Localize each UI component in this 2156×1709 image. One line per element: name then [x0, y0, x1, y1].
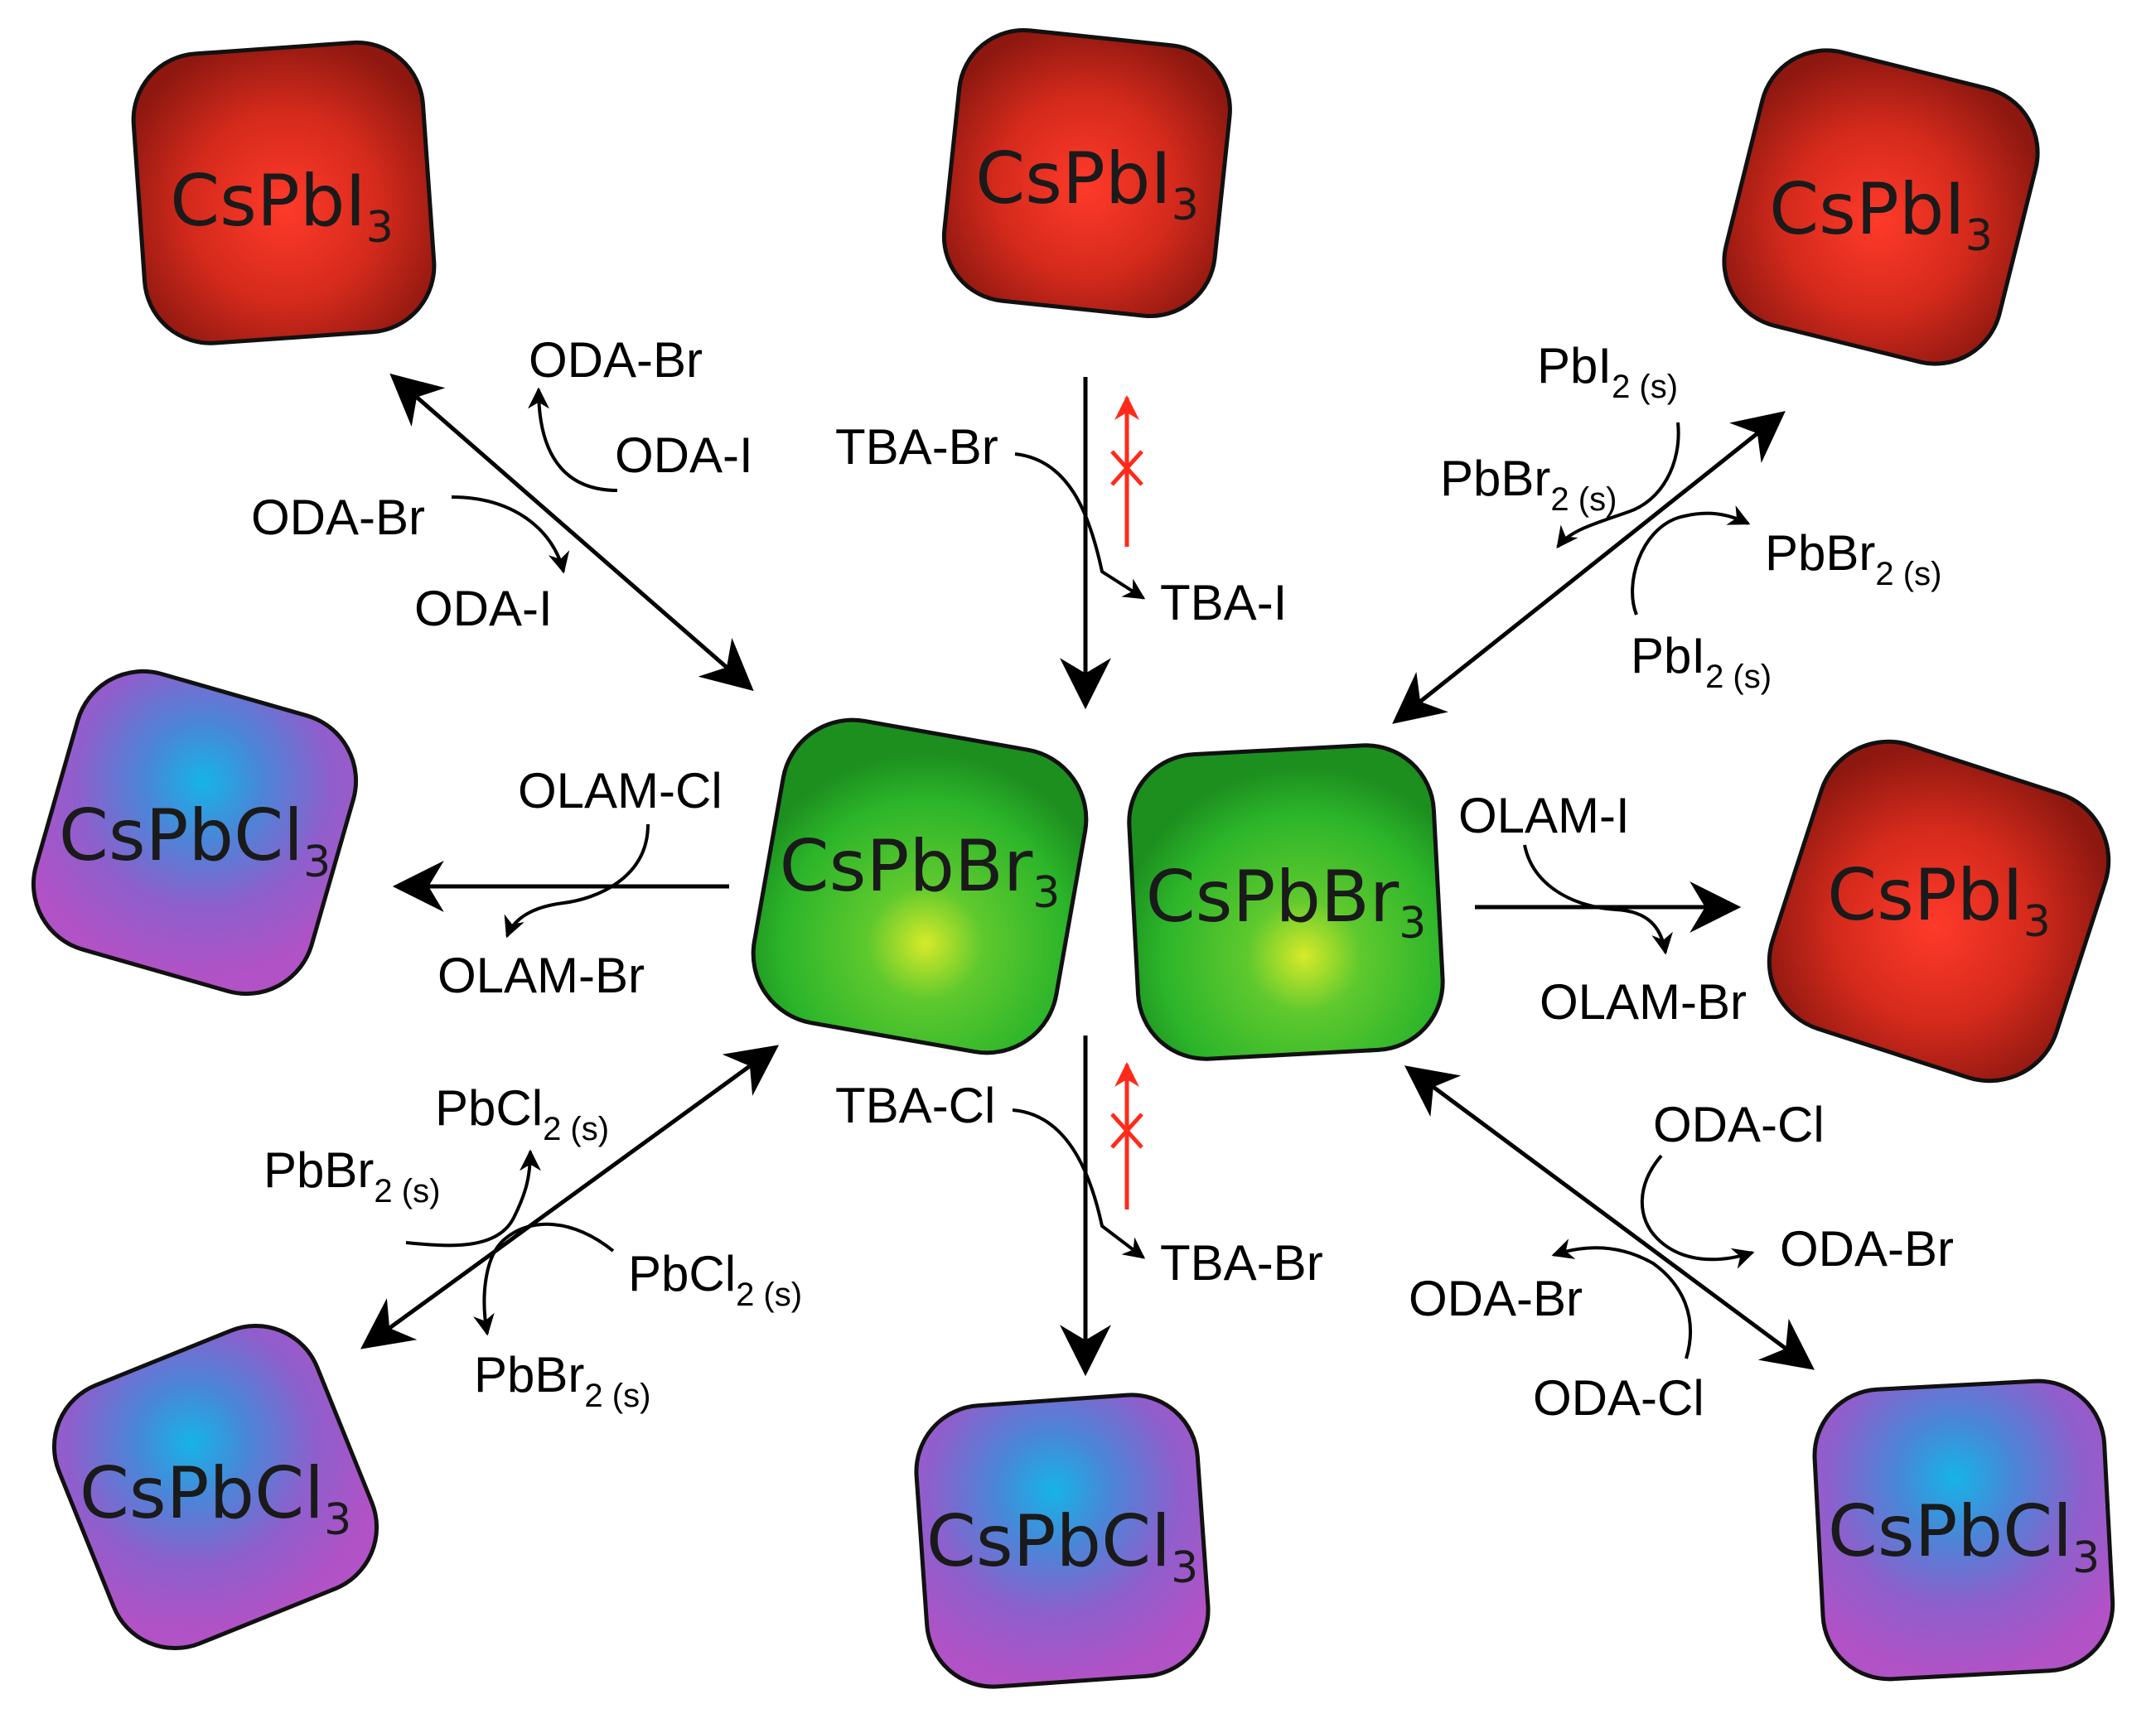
label-bottom-right-out-rev: ODA-Br — [1409, 1271, 1583, 1326]
label-bottom-left-in-rev: PbCl2 (s) — [628, 1246, 802, 1313]
label-bottom-right-out-fwd: ODA-Br — [1780, 1221, 1954, 1277]
cube-label-center-left: CsPbBr3 — [780, 825, 1061, 918]
label-top-left-in-fwd: ODA-Br — [251, 490, 425, 545]
cube-center-right — [1127, 743, 1445, 1061]
reaction-curves-top-left — [451, 387, 618, 574]
label-bottom-right-in-rev: ODA-Cl — [1533, 1370, 1704, 1426]
cube-mid-right — [1767, 739, 2111, 1084]
label-top-left-out-fwd: ODA-I — [414, 581, 553, 636]
cube-top-left — [131, 40, 437, 345]
label-bottom-right-in-fwd: ODA-Cl — [1653, 1097, 1825, 1152]
label-mid-left-in: OLAM-Cl — [518, 763, 723, 818]
arrow-bottom-left — [360, 1045, 780, 1349]
label-bottom-left-out-fwd: PbCl2 (s) — [435, 1080, 609, 1147]
reaction-curve-mid-left — [504, 823, 650, 939]
label-top-center-out: TBA-I — [1160, 575, 1287, 630]
label-bottom-center-out: TBA-Br — [1160, 1235, 1323, 1291]
label-top-center-in: TBA-Br — [835, 419, 998, 475]
cube-label-top-right: CsPbI3 — [1769, 168, 1993, 261]
label-mid-right-in: OLAM-I — [1458, 788, 1630, 843]
cube-label-top-left: CsPbI3 — [170, 160, 394, 253]
reaction-curve-mid-right — [1523, 844, 1673, 955]
cube-label-bottom-center: CsPbCl3 — [926, 1500, 1198, 1593]
reaction-curve-top-center — [1014, 452, 1146, 600]
cube-top-right — [1722, 48, 2040, 366]
blocked-reverse-bottom — [1110, 1062, 1143, 1209]
label-bottom-left-in-fwd: PbBr2 (s) — [263, 1142, 440, 1209]
label-mid-right-out: OLAM-Br — [1540, 974, 1747, 1030]
label-top-right-in-rev: PbI2 (s) — [1631, 628, 1772, 695]
cube-label-bottom-right: CsPbCl3 — [1828, 1490, 2100, 1583]
arrow-bottom-right — [1404, 1065, 1815, 1370]
cube-bottom-right — [1812, 1378, 2115, 1682]
label-top-right-out-rev: PbBr2 (s) — [1765, 525, 1941, 592]
label-top-left-out-rev: ODA-Br — [529, 332, 703, 388]
cube-label-mid-right: CsPbI3 — [1827, 854, 2051, 947]
cube-bottom-left — [51, 1323, 379, 1651]
label-mid-left-out: OLAM-Br — [437, 948, 645, 1003]
label-top-left-in-rev: ODA-I — [615, 427, 753, 483]
label-bottom-left-out-rev: PbBr2 (s) — [474, 1347, 650, 1414]
reaction-curve-bottom-center — [1012, 1108, 1146, 1259]
label-top-right-out-fwd: PbBr2 (s) — [1440, 451, 1617, 518]
blocked-reverse-top — [1110, 395, 1143, 547]
cube-center-left — [751, 717, 1089, 1055]
cube-bottom-center — [914, 1393, 1211, 1689]
reaction-curves-top-right — [1556, 422, 1751, 616]
label-bottom-center-in: TBA-Cl — [835, 1078, 995, 1133]
cube-label-bottom-left: CsPbCl3 — [80, 1452, 351, 1545]
label-top-right-in-fwd: PbI2 (s) — [1537, 338, 1678, 405]
reaction-curves-bottom-right — [1551, 1154, 1755, 1359]
cube-label-top-center: CsPbI3 — [975, 138, 1199, 230]
cube-mid-left — [31, 669, 359, 997]
arrow-top-left — [389, 373, 754, 692]
cube-label-mid-left: CsPbCl3 — [59, 794, 331, 887]
cube-label-center-right: CsPbBr3 — [1146, 856, 1427, 949]
reaction-curves-bottom-left — [405, 1149, 615, 1336]
arrow-top-right — [1392, 411, 1786, 724]
cube-top-center — [941, 27, 1232, 319]
